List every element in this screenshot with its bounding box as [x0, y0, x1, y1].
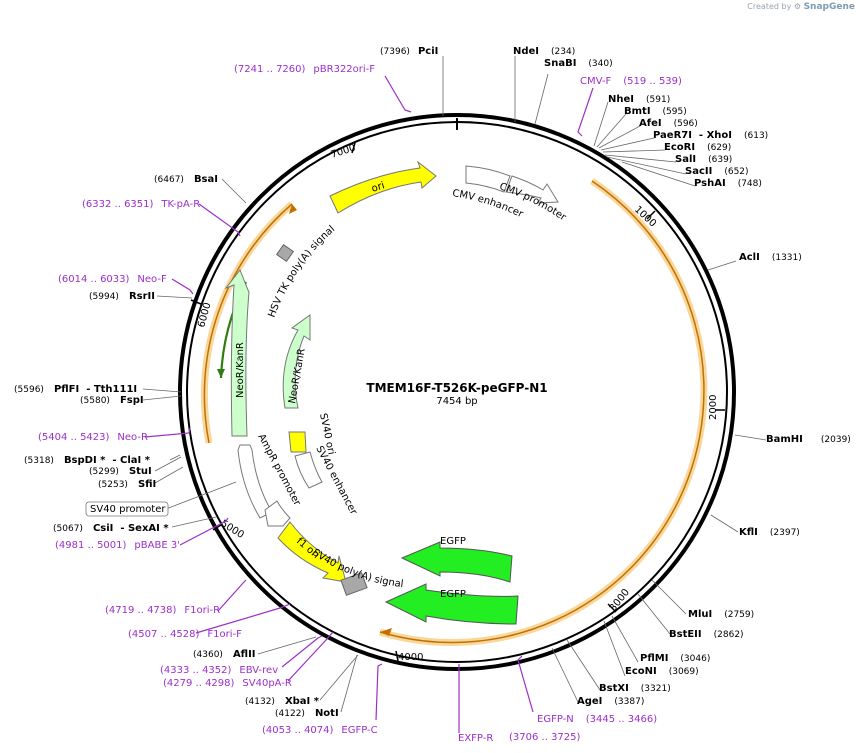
tick-7000 — [351, 142, 356, 154]
sv40-polya-box — [340, 572, 368, 596]
orf-arcs — [200, 178, 708, 646]
primer-ebv-rev: (4333 .. 4352)EBV-rev — [160, 665, 278, 676]
sv40-promoter-arrow — [264, 500, 291, 527]
egfp-arrow-2 — [384, 583, 519, 625]
site-kfli: KflI(2397) — [739, 527, 800, 538]
sv40-promoter-label: SV40 promoter — [90, 504, 166, 515]
site-rsrii: (5994)RsrII — [89, 291, 155, 302]
site-bmti: BmtI(595) — [624, 106, 687, 117]
svg-text:ori: ori — [370, 180, 386, 195]
site-pshai: PshAI(748) — [694, 178, 762, 189]
snapgene-credit: Created by ⚙ SnapGene — [747, 2, 855, 12]
site-bsai: (6467)BsaI — [154, 174, 218, 185]
site-afei: AfeI(596) — [639, 118, 698, 129]
primer-exfp-r: EXFP-R — [458, 733, 493, 744]
site-xbai: (4132)XbaI * — [245, 696, 320, 707]
site-acli: AclI(1331) — [739, 252, 802, 263]
hsv-tk-box — [275, 243, 295, 263]
primer-egfp-n: EGFP-N(3445 .. 3466) — [537, 714, 657, 725]
primer-markers — [144, 75, 594, 733]
tick-label-2000: 2000 — [708, 395, 719, 420]
credit-brand: SnapGene — [803, 2, 855, 12]
primer-3706-3725: (3706 .. 3725) — [509, 732, 581, 743]
site-pflfi-tth111i: (5596)PflFI - Tth111I — [14, 384, 137, 395]
primer-f1ori-f: (4507 .. 4528)F1ori-F — [128, 629, 242, 640]
site-bstxi: BstXI(3321) — [599, 683, 671, 694]
primer-pbabe-3: (4981 .. 5001)pBABE 3' — [55, 540, 180, 551]
neor-outer-label: NeoR/KanR — [235, 342, 246, 398]
tick-4000 — [395, 650, 399, 662]
site-noti: (4122)NotI — [275, 708, 339, 719]
neor-outer-arrow — [224, 269, 250, 437]
primer-tk-pa-r: (6332 .. 6351)TK-pA-R — [82, 199, 200, 210]
primer-neo-f: (6014 .. 6033)Neo-F — [58, 274, 167, 285]
ori-label: ori — [370, 180, 386, 195]
sv40-ori-box — [288, 431, 307, 453]
site-pflmi: PflMI(3046) — [640, 653, 710, 664]
egfp-label-2: EGFP — [440, 589, 466, 600]
site-bspdi-clai: (5318)BspDI * - ClaI * — [24, 455, 151, 466]
f1-ori-arrow — [277, 521, 347, 583]
plasmid-length: 7454 bp — [436, 396, 477, 407]
egfp-arrow-1 — [400, 541, 513, 583]
site-econi: EcoNI(3069) — [625, 666, 699, 677]
plasmid-name: TMEM16F-T526K-peGFP-N1 — [366, 381, 547, 395]
site-sacii: SacII(652) — [685, 166, 749, 177]
primer-cmv-f: CMV-F(519 .. 539) — [580, 76, 682, 87]
site-paer7i-xhoi: PaeR7I - XhoI(613) — [653, 130, 768, 141]
tick-5000 — [212, 524, 222, 531]
ori-arrow — [329, 160, 437, 214]
site-nhei: NheI(591) — [608, 94, 670, 105]
primer-pbr322ori-f: (7241 .. 7260)pBR322ori-F — [234, 64, 375, 75]
site-fspi: (5580)FspI — [80, 395, 144, 406]
neor-inner-arrow — [282, 314, 311, 409]
tick-label-4000: 4000 — [398, 652, 423, 663]
site-sali: SalI(639) — [675, 154, 732, 165]
site-mlui: MluI(2759) — [688, 609, 754, 620]
egfp-label-1: EGFP — [440, 536, 466, 547]
primer-f1ori-r: (4719 .. 4738)F1ori-R — [105, 605, 220, 616]
primer-labels: (7241 .. 7260)pBR322ori-F CMV-F(519 .. 5… — [38, 64, 682, 744]
site-stui: (5299)StuI — [89, 466, 152, 477]
site-labels: (7396)PciI NdeI(234) SnaBI(340) NheI(591… — [14, 46, 851, 719]
cmv-promoter-arrow — [505, 175, 559, 204]
tick-3000 — [607, 603, 617, 613]
site-csii-sexai: (5067)CsiI - SexAI * — [53, 523, 169, 534]
site-agei: AgeI(3387) — [577, 696, 644, 707]
site-aflii: (4360)AflII — [193, 649, 256, 660]
sv40-enhancer-box — [294, 451, 323, 489]
snapgene-logo-icon: ⚙ — [793, 2, 802, 11]
cmv-enhancer-box — [465, 165, 511, 193]
primer-sv40pa-r: (4279 .. 4298)SV40pA-R — [163, 678, 292, 689]
sv40-promoter-label-box — [85, 501, 169, 517]
primer-egfp-c: (4053 .. 4074)EGFP-C — [262, 725, 378, 736]
tick-6000 — [190, 299, 202, 305]
site-bamhi: BamHI(2039) — [766, 434, 851, 445]
site-leaders — [142, 56, 767, 713]
site-ecori: EcoRI(629) — [664, 142, 731, 153]
site-bsteii: BstEII(2862) — [669, 629, 744, 640]
tick-1000 — [646, 210, 656, 220]
primer-neo-r: (5404 .. 5423)Neo-R — [38, 432, 148, 443]
site-sfii: (5253)SfiI — [98, 479, 156, 490]
site-pcii: (7396)PciI — [380, 46, 438, 57]
site-ndei: NdeI(234) — [513, 46, 575, 57]
site-snabi: SnaBI(340) — [544, 58, 613, 69]
hsv-tk-label: HSV TK poly(A) signal — [266, 224, 337, 319]
credit-prefix: Created by — [747, 2, 792, 11]
svg-text:HSV TK poly(A) signal: HSV TK poly(A) signal — [266, 224, 337, 319]
